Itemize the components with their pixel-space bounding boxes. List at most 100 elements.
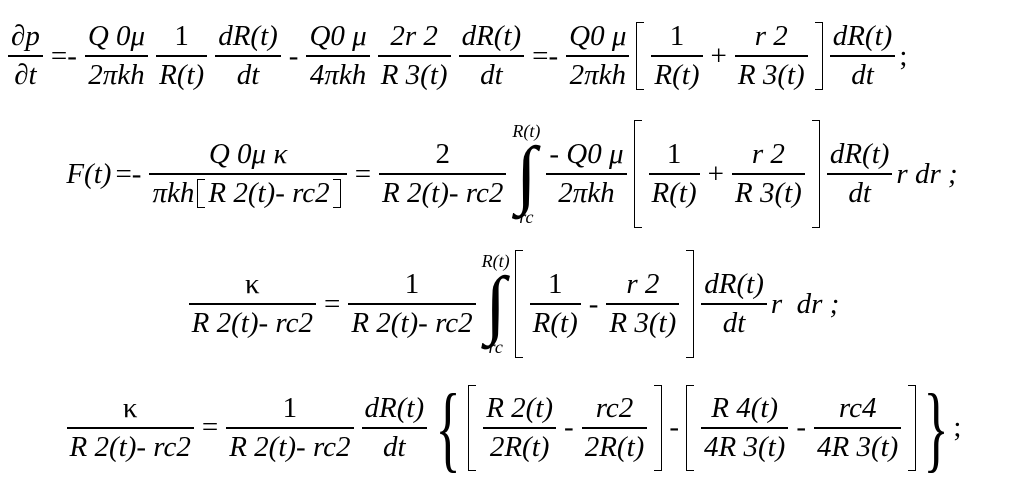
radius-difference: R 2(t)- rc2: [208, 176, 330, 209]
frac-numerator: dR(t): [461, 20, 522, 53]
right-bracket: [811, 119, 820, 229]
equation-3: κ R 2(t)- rc2 = 1 R 2(t)- rc2 R(t) ∫ rc …: [0, 242, 1024, 366]
frac-denominator: R(t): [532, 306, 578, 339]
right-brace: }: [923, 373, 950, 481]
frac-bar: [546, 173, 627, 175]
frac-numerator: R 4(t): [711, 392, 779, 425]
frac-bar: [814, 427, 902, 429]
frac-denominator: 2πkh: [88, 58, 145, 91]
frac-denominator: R 2(t)- rc2: [69, 430, 191, 463]
frac-numerator: dR(t): [829, 138, 890, 171]
equation-1: ∂p ∂t =- Q 0μ 2πkh 1 R(t) dR(t) dt -: [0, 4, 1024, 108]
frac-bar: [66, 427, 194, 429]
frac-denominator: ∂t: [14, 58, 37, 91]
frac-bar: [826, 173, 893, 175]
frac-numerator: 1: [404, 268, 420, 301]
fraction: 1 R(t): [156, 20, 208, 91]
frac-bar: [701, 303, 767, 305]
frac-denominator: 2R(t): [489, 430, 550, 463]
frac-denominator: R 2(t)- rc2: [382, 176, 504, 209]
fraction: dR(t) dt: [829, 22, 896, 91]
frac-denominator: R(t): [159, 58, 205, 91]
frac-bar: [156, 55, 208, 57]
integral: R(t) ∫ rc: [512, 120, 540, 229]
frac-denominator: dt: [480, 58, 503, 91]
fraction: 1 R 2(t)- rc2: [226, 392, 354, 462]
left-bracket: [633, 119, 642, 229]
fraction: dR(t) dt: [215, 22, 281, 90]
fraction: 1 R(t): [651, 20, 703, 91]
frac-denominator: R 2(t)- rc2: [191, 306, 313, 339]
semicolon: ;: [953, 411, 962, 444]
frac-numerator: 1: [666, 138, 682, 171]
right-bracket: [686, 249, 695, 359]
frac-denominator: dt: [851, 58, 874, 91]
integral-sign: ∫: [485, 261, 507, 346]
frac-bar: [651, 55, 703, 57]
fraction: Q0 μ 4πkh: [306, 22, 370, 91]
right-bracket: [908, 384, 917, 472]
fraction: κ R 2(t)- rc2: [188, 268, 316, 339]
frac-bar: [566, 55, 630, 57]
frac-denominator: R 3(t): [609, 306, 677, 339]
frac-numerator: r 2: [754, 20, 788, 53]
frac-numerator: κ: [245, 268, 260, 301]
frac-denominator: 4R 3(t): [703, 430, 786, 463]
frac-bar: [458, 55, 525, 57]
frac-bar: [84, 55, 149, 57]
frac-denominator: R 2(t)- rc2: [351, 306, 473, 339]
equals-minus: =-: [50, 39, 77, 72]
frac-numerator: 2: [435, 138, 450, 171]
frac-bar: [700, 427, 789, 429]
fraction: Q 0μ 2πkh: [84, 22, 149, 91]
frac-numerator: 1: [174, 20, 189, 53]
right-bracket: [814, 22, 823, 90]
equals-minus: =-: [532, 39, 559, 72]
frac-numerator: 1: [282, 392, 298, 425]
frac-denominator: R(t): [654, 58, 700, 91]
frac-denominator: 4πkh: [309, 58, 367, 91]
frac-numerator: κ: [122, 392, 138, 425]
left-brace: {: [435, 373, 461, 481]
frac-bar: [226, 427, 354, 429]
frac-bar: [648, 173, 700, 175]
frac-bar: [829, 55, 896, 57]
frac-bar: [8, 55, 43, 57]
frac-numerator: rc2: [595, 392, 634, 425]
integral: R(t) ∫ rc: [482, 250, 510, 359]
fraction: 1 R 2(t)- rc2: [348, 268, 476, 339]
right-bracket: [654, 384, 663, 472]
frac-bar: [306, 55, 370, 57]
fraction: rc4 4R 3(t): [814, 392, 902, 463]
frac-denominator: 2R(t): [584, 430, 645, 463]
frac-numerator: 1: [669, 20, 685, 53]
right-bracket: [332, 178, 341, 208]
frac-numerator: Q0 μ: [569, 20, 627, 53]
frac-denominator: 2πkh: [558, 176, 615, 209]
lower-limit: rc: [488, 337, 503, 358]
upper-limit: R(t): [481, 250, 510, 271]
fraction: dR(t) dt: [458, 20, 525, 91]
frac-bar: [215, 55, 281, 57]
upper-limit: R(t): [512, 120, 541, 141]
fraction: 2r 2 R 3(t): [377, 22, 451, 90]
fraction: 1 R(t): [648, 138, 700, 208]
frac-bar: [483, 427, 557, 429]
semicolon: ;: [899, 39, 908, 72]
frac-bar: [348, 303, 476, 305]
frac-numerator: dR(t): [218, 20, 278, 53]
frac-numerator: rc4: [838, 392, 877, 425]
frac-denominator: dt: [848, 176, 871, 209]
fraction: κ R 2(t)- rc2: [66, 392, 194, 463]
frac-denominator: R 3(t): [737, 58, 805, 91]
fraction: dR(t) dt: [701, 270, 767, 338]
equals-sign: =: [201, 411, 219, 444]
frac-denominator: 2πkh: [569, 58, 626, 91]
equals-sign: =: [323, 287, 341, 320]
frac-numerator: r 2: [626, 268, 660, 301]
fraction: rc2 2R(t): [581, 392, 648, 463]
minus-sign: -: [588, 287, 599, 320]
frac-bar: [188, 303, 316, 305]
frac-denominator: 4R 3(t): [817, 430, 899, 463]
